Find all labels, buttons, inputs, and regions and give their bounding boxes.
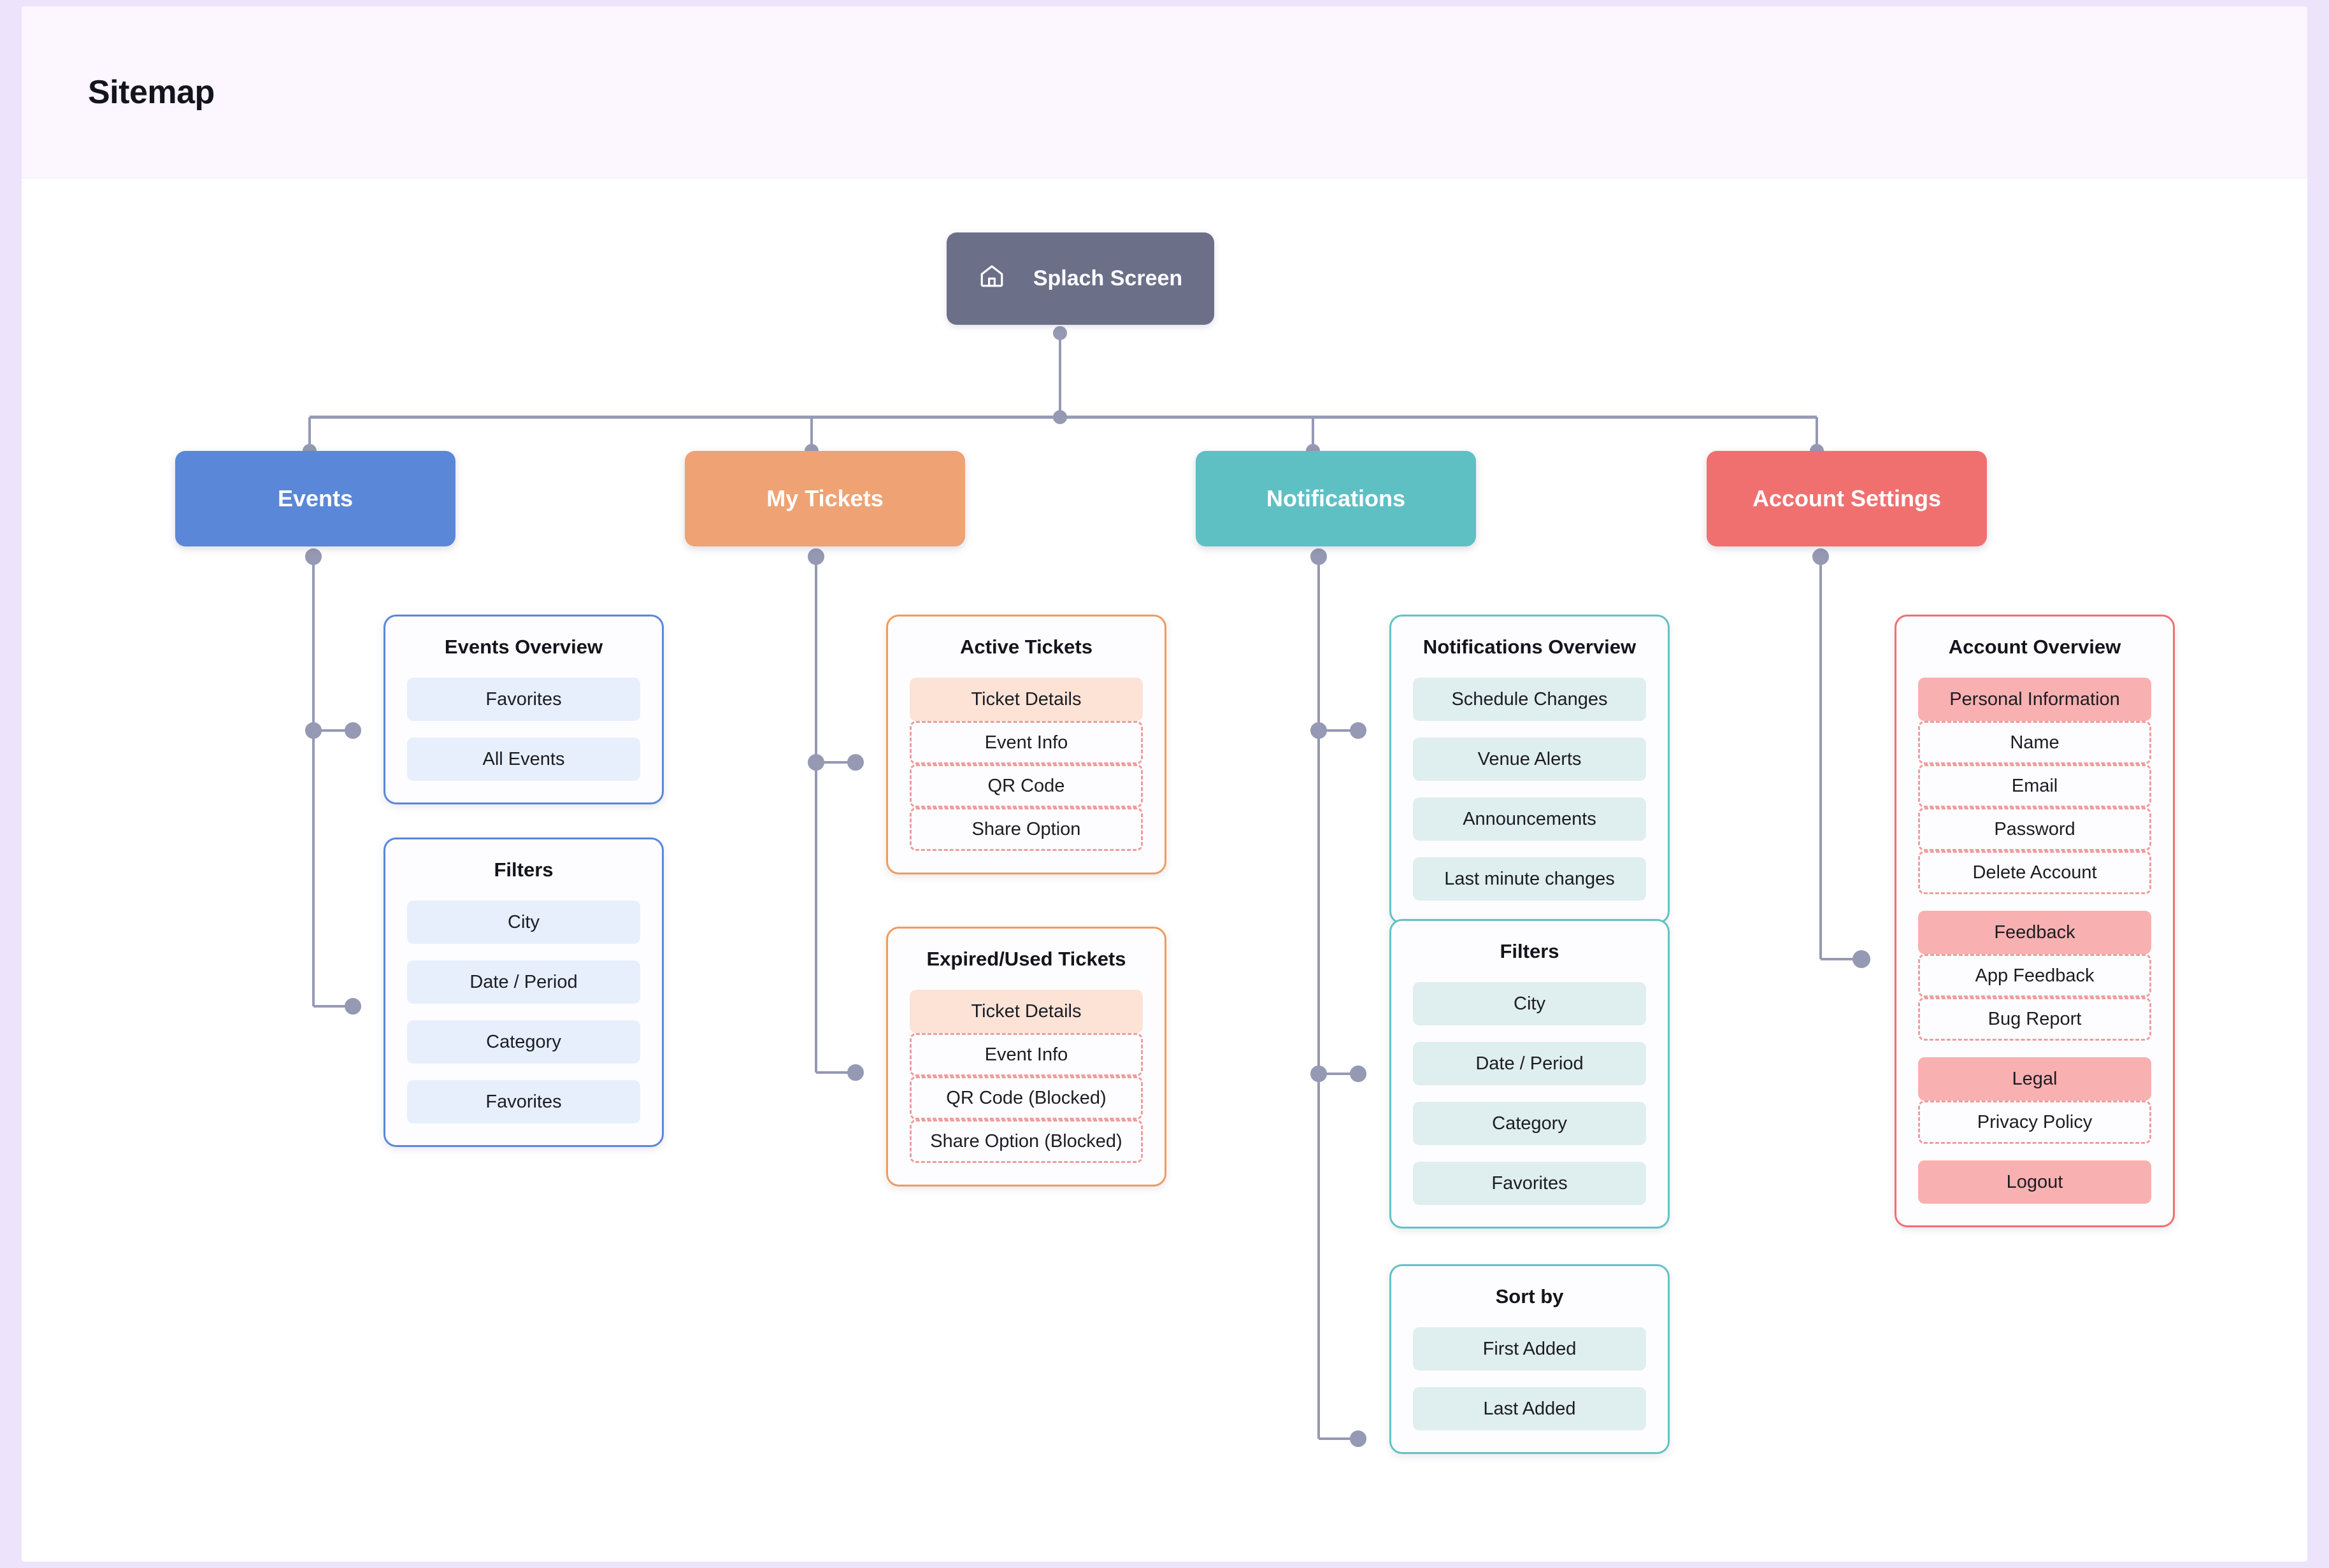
card-sort-by: Sort by First Added Last Added	[1389, 1264, 1670, 1454]
list-item[interactable]: Last minute changes	[1413, 857, 1646, 901]
card-events-overview: Events Overview Favorites All Events	[383, 615, 664, 804]
list-item[interactable]: Bug Report	[1918, 997, 2151, 1041]
card-active-tickets: Active Tickets Ticket Details Event Info…	[886, 615, 1166, 874]
node-my-tickets-label: My Tickets	[766, 485, 884, 511]
node-splash-screen-label: Splach Screen	[1033, 266, 1183, 290]
list-item[interactable]: Favorites	[1413, 1162, 1646, 1205]
list-item[interactable]: Schedule Changes	[1413, 678, 1646, 721]
card-events-filters-title: Filters	[494, 859, 554, 881]
list-item[interactable]: Event Info	[910, 721, 1143, 764]
node-notifications-label: Notifications	[1266, 485, 1405, 511]
list-item[interactable]: First Added	[1413, 1327, 1646, 1371]
card-expired-used-tickets: Expired/Used Tickets Ticket Details Even…	[886, 927, 1166, 1187]
logout-button[interactable]: Logout	[1918, 1160, 2151, 1204]
list-item[interactable]: App Feedback	[1918, 954, 2151, 997]
list-item[interactable]: All Events	[407, 738, 640, 781]
list-item[interactable]: Personal Information	[1918, 678, 2151, 721]
list-item[interactable]: City	[1413, 982, 1646, 1025]
card-account-overview: Account Overview Personal Information Na…	[1895, 615, 2175, 1227]
node-account-settings-label: Account Settings	[1752, 485, 1941, 511]
card-account-overview-title: Account Overview	[1948, 636, 2121, 658]
list-item[interactable]: Name	[1918, 721, 2151, 764]
list-item[interactable]: Date / Period	[1413, 1042, 1646, 1085]
list-item[interactable]: QR Code	[910, 764, 1143, 808]
node-events-label: Events	[277, 485, 354, 511]
list-item[interactable]: Date / Period	[407, 960, 640, 1004]
card-notifications-filters: Filters City Date / Period Category Favo…	[1389, 919, 1670, 1229]
node-events[interactable]: Events	[175, 451, 455, 546]
sitemap-page: Sitemap	[22, 6, 2307, 1562]
page-header: Sitemap	[22, 6, 2307, 178]
list-item[interactable]: Announcements	[1413, 797, 1646, 841]
list-item[interactable]: Category	[1413, 1102, 1646, 1145]
list-group: Ticket Details Event Info QR Code (Block…	[910, 990, 1143, 1163]
diagram-canvas: Splach Screen Events My Tickets Notifica…	[22, 178, 2307, 1562]
node-account-settings[interactable]: Account Settings	[1707, 451, 1987, 546]
card-sort-by-title: Sort by	[1495, 1285, 1564, 1308]
card-notifications-filters-title: Filters	[1500, 940, 1559, 962]
list-item[interactable]: Event Info	[910, 1033, 1143, 1076]
card-notifications-overview: Notifications Overview Schedule Changes …	[1389, 615, 1670, 924]
card-notifications-overview-title: Notifications Overview	[1422, 636, 1637, 658]
list-group-feedback: Feedback App Feedback Bug Report	[1918, 911, 2151, 1041]
list-item[interactable]: Share Option (Blocked)	[910, 1120, 1143, 1163]
list-item[interactable]: Ticket Details	[910, 678, 1143, 721]
list-group-personal-information: Personal Information Name Email Password…	[1918, 678, 2151, 894]
list-item[interactable]: Last Added	[1413, 1387, 1646, 1430]
node-my-tickets[interactable]: My Tickets	[685, 451, 965, 546]
list-item[interactable]: Privacy Policy	[1918, 1101, 2151, 1144]
list-item[interactable]: Feedback	[1918, 911, 2151, 954]
page-title: Sitemap	[88, 74, 215, 111]
list-group-legal: Legal Privacy Policy	[1918, 1057, 2151, 1144]
home-icon	[978, 262, 1005, 295]
card-expired-used-tickets-title: Expired/Used Tickets	[926, 948, 1126, 970]
list-item[interactable]: QR Code (Blocked)	[910, 1076, 1143, 1120]
list-item[interactable]: Ticket Details	[910, 990, 1143, 1033]
list-group-logout: Logout	[1918, 1160, 2151, 1204]
list-item[interactable]: City	[407, 901, 640, 944]
card-events-overview-title: Events Overview	[444, 636, 603, 658]
list-item[interactable]: Category	[407, 1020, 640, 1064]
list-group: Ticket Details Event Info QR Code Share …	[910, 678, 1143, 851]
list-item[interactable]: Favorites	[407, 678, 640, 721]
list-item[interactable]: Favorites	[407, 1080, 640, 1123]
list-item[interactable]: Password	[1918, 808, 2151, 851]
list-item[interactable]: Email	[1918, 764, 2151, 808]
node-notifications[interactable]: Notifications	[1196, 451, 1476, 546]
list-item[interactable]: Legal	[1918, 1057, 2151, 1101]
list-item[interactable]: Venue Alerts	[1413, 738, 1646, 781]
list-item[interactable]: Delete Account	[1918, 851, 2151, 894]
list-item[interactable]: Share Option	[910, 808, 1143, 851]
card-active-tickets-title: Active Tickets	[960, 636, 1093, 658]
node-splash-screen[interactable]: Splach Screen	[947, 232, 1214, 325]
card-events-filters: Filters City Date / Period Category Favo…	[383, 837, 664, 1147]
